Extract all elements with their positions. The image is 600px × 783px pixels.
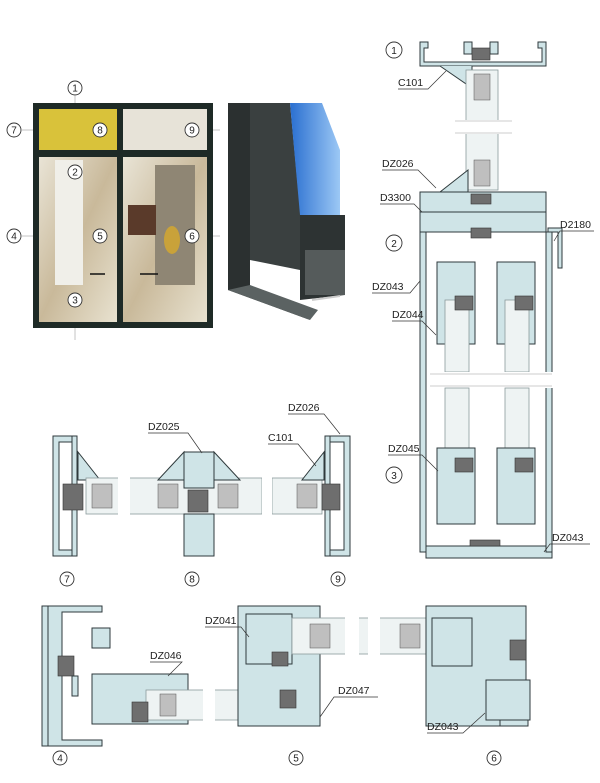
label-dz026: DZ026 [382, 158, 414, 170]
marker-9: 9 [330, 571, 346, 587]
label-dz025: DZ025 [148, 421, 180, 433]
vertical-section-labels: 1 2 3 C101 DZ026 D3300 D2180 DZ043 DZ044… [372, 41, 594, 553]
label-dz043-top: DZ043 [372, 281, 404, 293]
horizontal-section-bottom [41, 605, 531, 747]
horizontal-section-bottom-labels: DZ046 DZ041 DZ047 DZ043 4 5 6 [52, 615, 502, 766]
svg-text:2: 2 [391, 239, 397, 250]
marker-8: 8 [184, 571, 200, 587]
label-d2180: D2180 [560, 219, 591, 231]
label-dz047: DZ047 [338, 685, 370, 697]
marker-6: 6 [184, 228, 200, 244]
label-dz043: DZ043 [427, 721, 459, 733]
label-dz043-bottom: DZ043 [552, 532, 584, 544]
svg-text:1: 1 [72, 84, 78, 95]
svg-text:2: 2 [72, 168, 78, 179]
marker-2: 2 [385, 234, 403, 252]
label-dz046: DZ046 [150, 650, 182, 662]
svg-text:8: 8 [97, 126, 103, 137]
photo-markers: 1 7 8 9 2 4 5 6 3 [6, 80, 200, 308]
svg-text:6: 6 [189, 232, 195, 243]
svg-text:7: 7 [64, 575, 70, 586]
marker-2: 2 [67, 164, 83, 180]
marker-9: 9 [184, 122, 200, 138]
marker-1: 1 [67, 80, 83, 96]
marker-6: 6 [486, 750, 502, 766]
marker-1: 1 [385, 41, 403, 59]
label-dz026: DZ026 [288, 402, 320, 414]
label-dz045: DZ045 [388, 443, 420, 455]
svg-text:3: 3 [391, 471, 397, 482]
svg-text:4: 4 [11, 232, 17, 243]
marker-7: 7 [6, 122, 22, 138]
svg-text:7: 7 [11, 126, 17, 137]
svg-text:9: 9 [189, 126, 195, 137]
marker-5: 5 [288, 750, 304, 766]
marker-3: 3 [385, 466, 403, 484]
label-c101: C101 [398, 77, 423, 89]
svg-text:1: 1 [391, 46, 397, 57]
marker-5: 5 [92, 228, 108, 244]
svg-text:6: 6 [491, 754, 497, 765]
marker-8: 8 [92, 122, 108, 138]
svg-text:8: 8 [189, 575, 195, 586]
marker-4: 4 [6, 228, 22, 244]
svg-text:5: 5 [293, 754, 299, 765]
vertical-section [419, 41, 563, 559]
marker-4: 4 [52, 750, 68, 766]
svg-text:4: 4 [57, 754, 63, 765]
label-c101: C101 [268, 432, 293, 444]
horizontal-section-top-labels: DZ025 DZ026 C101 7 8 9 [59, 402, 346, 587]
marker-7: 7 [59, 571, 75, 587]
horizontal-section-top [52, 435, 351, 557]
svg-text:3: 3 [72, 296, 78, 307]
label-dz041: DZ041 [205, 615, 237, 627]
profile-3d-render [228, 103, 345, 320]
marker-3: 3 [67, 292, 83, 308]
svg-text:5: 5 [97, 232, 103, 243]
label-d3300: D3300 [380, 192, 411, 204]
svg-text:9: 9 [335, 575, 341, 586]
label-dz044: DZ044 [392, 309, 424, 321]
